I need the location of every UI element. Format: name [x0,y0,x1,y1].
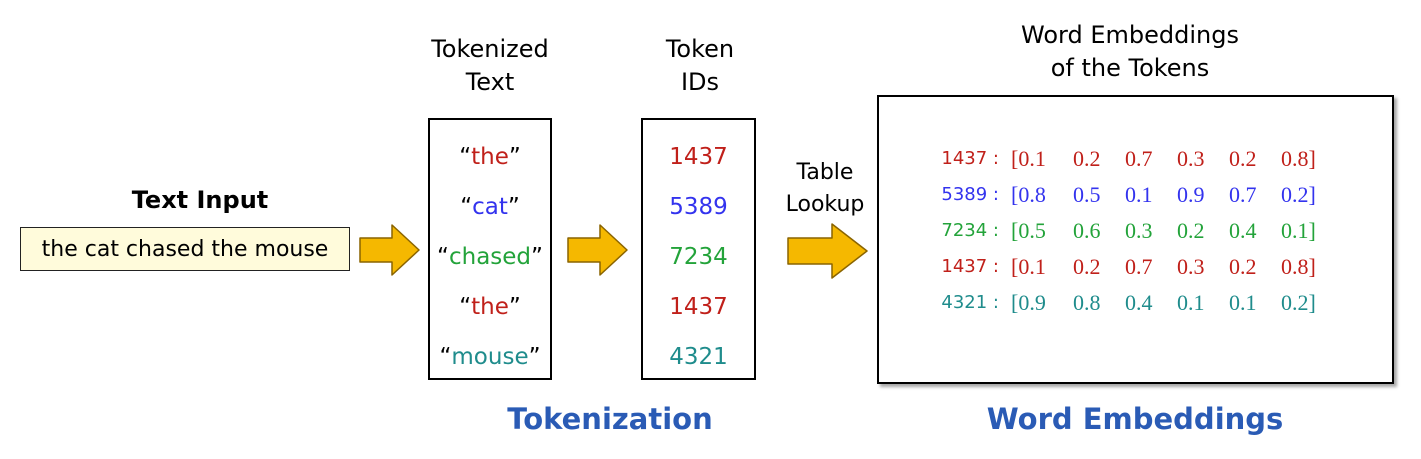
embedding-value: [0.5 [1011,218,1046,243]
token-word: chased [448,244,532,270]
embedding-token-id: 7234 : [941,220,999,241]
embedding-value: 0.5 [1073,182,1101,207]
token-item: “cat” [430,192,550,222]
embedding-value: 0.4 [1125,290,1153,315]
token-ids-header-line2: IDs [680,68,720,96]
word-embeddings-box: 1437 : [0.1 0.2 0.7 0.3 0.2 0.8] 5389 : [0.8 0.5 0… [877,95,1394,384]
tokenized-text-box: “the”“cat”“chased”“the”“mouse” [428,118,552,380]
embedding-vector: [0.8 0.5 0.1 0.9 0.7 0.2] [1011,179,1331,211]
embedding-value: [0.8 [1011,182,1046,207]
token-id-item: 7234 [669,244,728,270]
token-ids-header-line1: Token [665,35,735,63]
embedding-row: 1437 : [0.1 0.2 0.7 0.3 0.2 0.8] [879,143,1392,175]
embedding-value: 0.8] [1281,254,1316,279]
embedding-row: 7234 : [0.5 0.6 0.3 0.2 0.4 0.1] [879,215,1392,247]
word-embeddings-header: Word Embeddings of the Tokens [960,19,1300,85]
embedding-value: 0.3 [1177,254,1205,279]
tokenized-header-line1: Tokenized [431,35,549,63]
token-id-item: 5389 [669,194,728,220]
table-lookup-label: Table Lookup [775,157,875,221]
embedding-value: 0.3 [1177,146,1205,171]
word-embeddings-header-line2: of the Tokens [1050,54,1210,82]
table-lookup-line1: Table [796,160,854,185]
embedding-value: 0.1] [1281,218,1316,243]
embedding-value: 0.1 [1177,290,1205,315]
embedding-value: [0.9 [1011,290,1046,315]
embedding-value: 0.2 [1177,218,1205,243]
text-input-value: the cat chased the mouse [41,236,329,262]
arrow-right-icon [787,223,868,279]
close-quote: ” [508,294,521,320]
embedding-value: 0.2 [1073,146,1101,171]
embedding-value: 0.7 [1125,254,1153,279]
embedding-value: 0.3 [1125,218,1153,243]
open-quote: “ [459,144,472,170]
token-word: cat [472,194,508,220]
text-input-title: Text Input [131,186,269,214]
token-id-item: 1437 [669,144,728,170]
embedding-value: 0.9 [1177,182,1205,207]
word-embeddings-label: Word Embeddings [986,402,1284,436]
embedding-value: 0.8 [1073,290,1101,315]
word-embeddings-header-line1: Word Embeddings [1021,21,1239,49]
embedding-value: 0.2] [1281,182,1316,207]
open-quote: “ [437,244,449,270]
close-quote: ” [531,244,543,270]
embedding-vector: [0.5 0.6 0.3 0.2 0.4 0.1] [1011,215,1331,247]
embedding-token-id: 1437 : [941,256,999,277]
embedding-value: 0.2 [1073,254,1101,279]
arrow-right-icon [567,224,628,276]
embedding-value: 0.7 [1125,146,1153,171]
token-word: mouse [451,344,529,370]
embedding-value: 0.2] [1281,290,1316,315]
token-id-item: 1437 [669,294,728,320]
close-quote: ” [507,194,520,220]
embedding-value: 0.2 [1229,146,1257,171]
token-item: “the” [430,292,550,322]
embedding-row: 4321 : [0.9 0.8 0.4 0.1 0.1 0.2] [879,287,1392,319]
embedding-token-id: 5389 : [941,184,999,205]
open-quote: “ [459,294,472,320]
token-word: the [471,144,509,170]
embedding-value: 0.6 [1073,218,1101,243]
embedding-vector: [0.9 0.8 0.4 0.1 0.1 0.2] [1011,287,1331,319]
token-ids-box: 1437 5389 7234 1437 4321 [641,118,756,380]
tokenized-header-line2: Text [465,68,515,96]
embedding-value: 0.1 [1125,182,1153,207]
text-input-box: the cat chased the mouse [20,227,350,271]
token-ids-header: Token IDs [625,33,775,99]
embedding-value: 0.7 [1229,182,1257,207]
tokenized-text-header: Tokenized Text [400,33,580,99]
token-item: “mouse” [430,342,550,372]
embedding-token-id: 4321 : [941,292,999,313]
token-item: “chased” [430,242,550,272]
open-quote: “ [439,344,452,370]
embedding-value: [0.1 [1011,146,1046,171]
close-quote: ” [528,344,541,370]
close-quote: ” [508,144,521,170]
open-quote: “ [460,194,473,220]
tokenization-label: Tokenization [507,402,713,436]
embedding-vector: [0.1 0.2 0.7 0.3 0.2 0.8] [1011,251,1331,283]
embedding-value: 0.4 [1229,218,1257,243]
token-item: “the” [430,142,550,172]
embedding-row: 1437 : [0.1 0.2 0.7 0.3 0.2 0.8] [879,251,1392,283]
embedding-row: 5389 : [0.8 0.5 0.1 0.9 0.7 0.2] [879,179,1392,211]
arrow-right-icon [359,224,420,276]
embedding-value: [0.1 [1011,254,1046,279]
token-id-item: 4321 [669,344,728,370]
embedding-vector: [0.1 0.2 0.7 0.3 0.2 0.8] [1011,143,1331,175]
embedding-value: 0.1 [1229,290,1257,315]
embedding-value: 0.2 [1229,254,1257,279]
embedding-token-id: 1437 : [941,148,999,169]
token-word: the [471,294,509,320]
embedding-value: 0.8] [1281,146,1316,171]
table-lookup-line2: Lookup [785,192,865,217]
